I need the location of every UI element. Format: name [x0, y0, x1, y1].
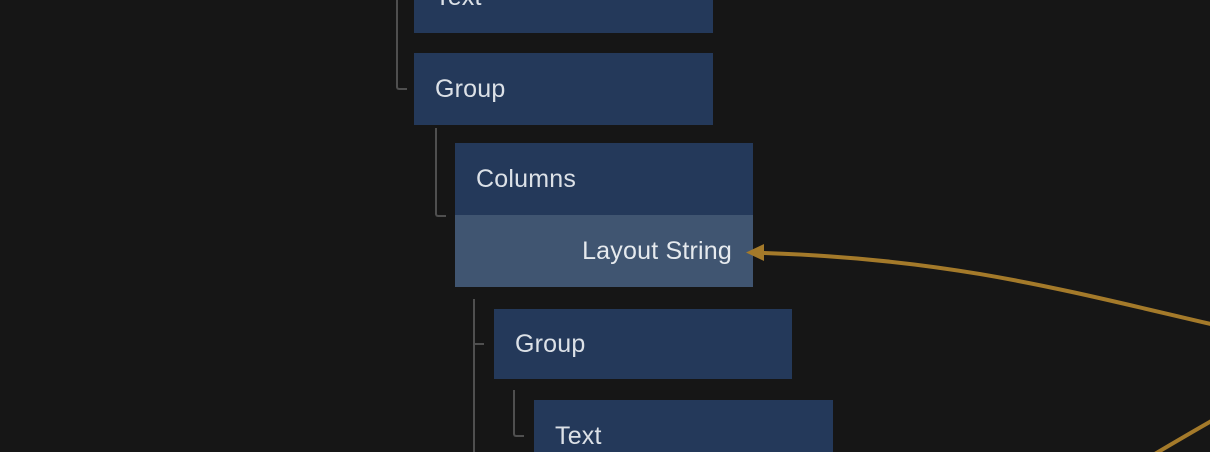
tree-connector-columns: [435, 128, 446, 217]
node-label: Group: [435, 74, 506, 103]
tree-connector-group-2: [473, 343, 484, 345]
node-text-top[interactable]: Text: [414, 0, 713, 33]
tree-connector-text-bottom: [513, 390, 524, 437]
node-group-2[interactable]: Group: [494, 309, 792, 379]
tree-connector-trunk: [473, 299, 475, 452]
port-layout-string[interactable]: Layout String: [455, 215, 753, 287]
wire-offscreen-bottom-right[interactable]: [1148, 419, 1210, 452]
node-columns[interactable]: Columns Layout String: [455, 143, 753, 287]
node-group-1[interactable]: Group: [414, 53, 713, 125]
node-label: Group: [515, 329, 586, 358]
port-label: Layout String: [582, 236, 732, 265]
wire-layout-string-input[interactable]: [762, 251, 1210, 326]
node-label: Text: [414, 0, 482, 12]
tree-connector-group-1: [396, 0, 407, 90]
node-text-bottom[interactable]: Text: [534, 400, 833, 452]
node-label: Columns: [476, 164, 577, 193]
node-columns-header[interactable]: Columns: [455, 143, 753, 215]
node-label: Text: [555, 421, 602, 450]
